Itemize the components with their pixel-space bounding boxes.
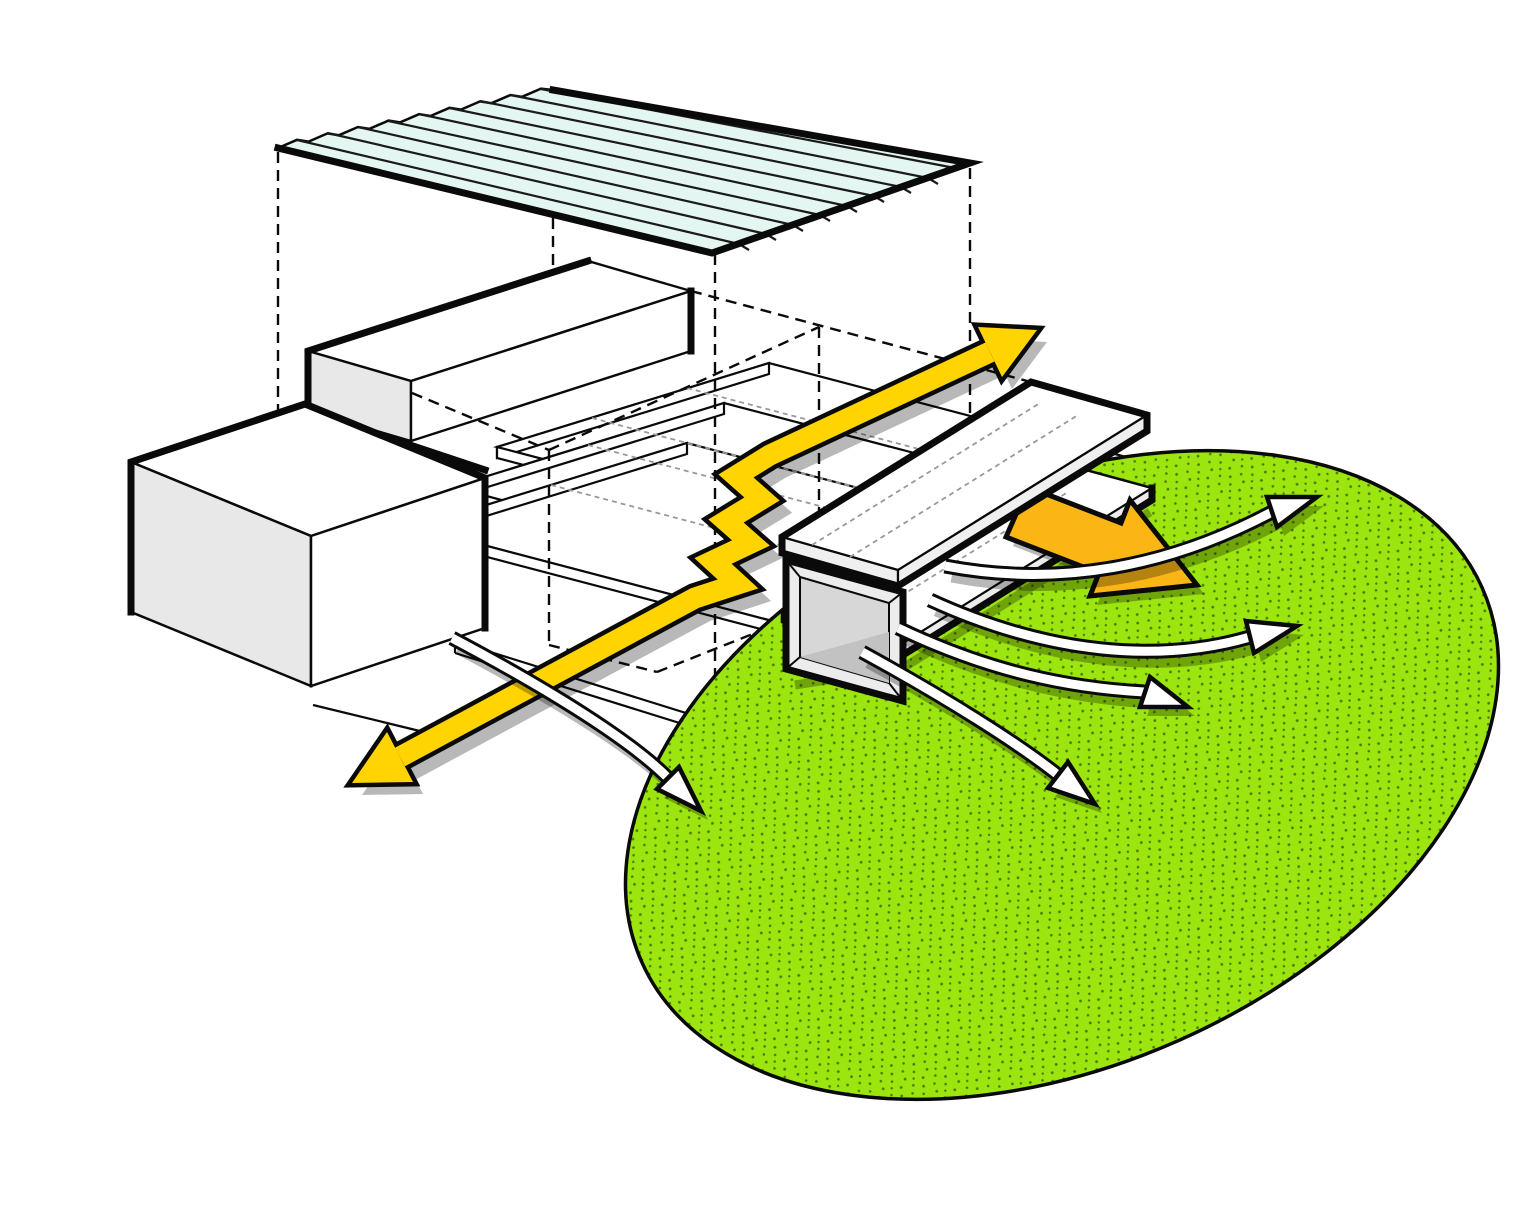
cube-heavy-edges: [127, 400, 489, 632]
channel-top-plate: [778, 378, 1151, 590]
ribbon-fill: [395, 342, 995, 767]
front-cube-volume: [127, 400, 489, 688]
rear-bar-volume: [303, 256, 696, 475]
airflow-arrow-1: [943, 494, 1324, 591]
airflow-arrow-left: [448, 631, 708, 820]
airflow-arrow-3: [894, 621, 1195, 716]
roof-heavy-outline: [273, 85, 984, 257]
airflow-arrows: [858, 494, 1324, 813]
ribbon-head-sw: [352, 732, 413, 783]
airflow-arrow-4: [858, 645, 1102, 813]
airflow-arrow-2: [926, 593, 1304, 668]
roof-projection-dashed-lines: [276, 152, 972, 420]
channel-interior-shade: [800, 632, 889, 683]
ribbed-roof-canopy: [273, 85, 984, 257]
flow-ribbon-arrow: [343, 322, 1047, 795]
extract-block-arrow: [1002, 483, 1204, 605]
ribbon-head-ne: [978, 327, 1037, 377]
